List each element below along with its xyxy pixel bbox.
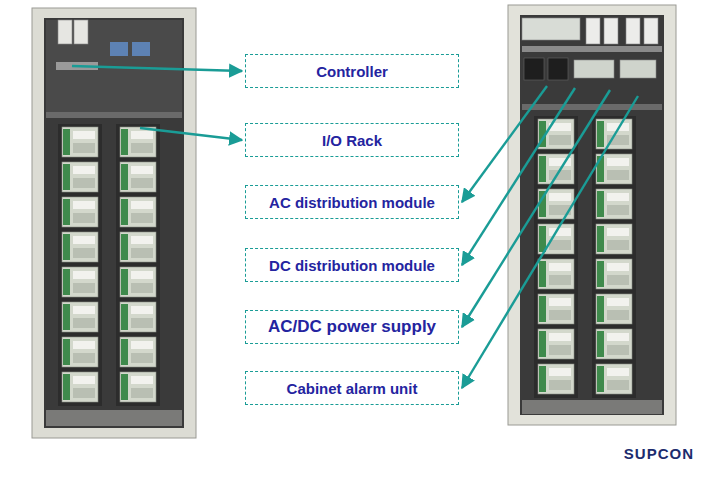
label-text: DC distribution module (269, 257, 435, 274)
label-box: AC distribution module (245, 185, 459, 219)
leader-line (462, 90, 610, 327)
label-box: Cabinet alarm unit (245, 371, 459, 405)
leader-line (462, 86, 547, 202)
leader-line (462, 96, 638, 388)
label-text: Controller (316, 63, 388, 80)
label-box: I/O Rack (245, 123, 459, 157)
label-box: Controller (245, 54, 459, 88)
leader-lines (72, 66, 638, 388)
brand-logo: SUPCON (624, 445, 694, 462)
label-box: AC/DC power supply (245, 310, 459, 344)
leader-line (140, 128, 242, 140)
label-text: AC distribution module (269, 194, 435, 211)
label-box: DC distribution module (245, 248, 459, 282)
leader-line (72, 66, 242, 71)
label-text: Cabinet alarm unit (287, 380, 418, 397)
label-text: AC/DC power supply (268, 317, 436, 337)
label-text: I/O Rack (322, 132, 382, 149)
